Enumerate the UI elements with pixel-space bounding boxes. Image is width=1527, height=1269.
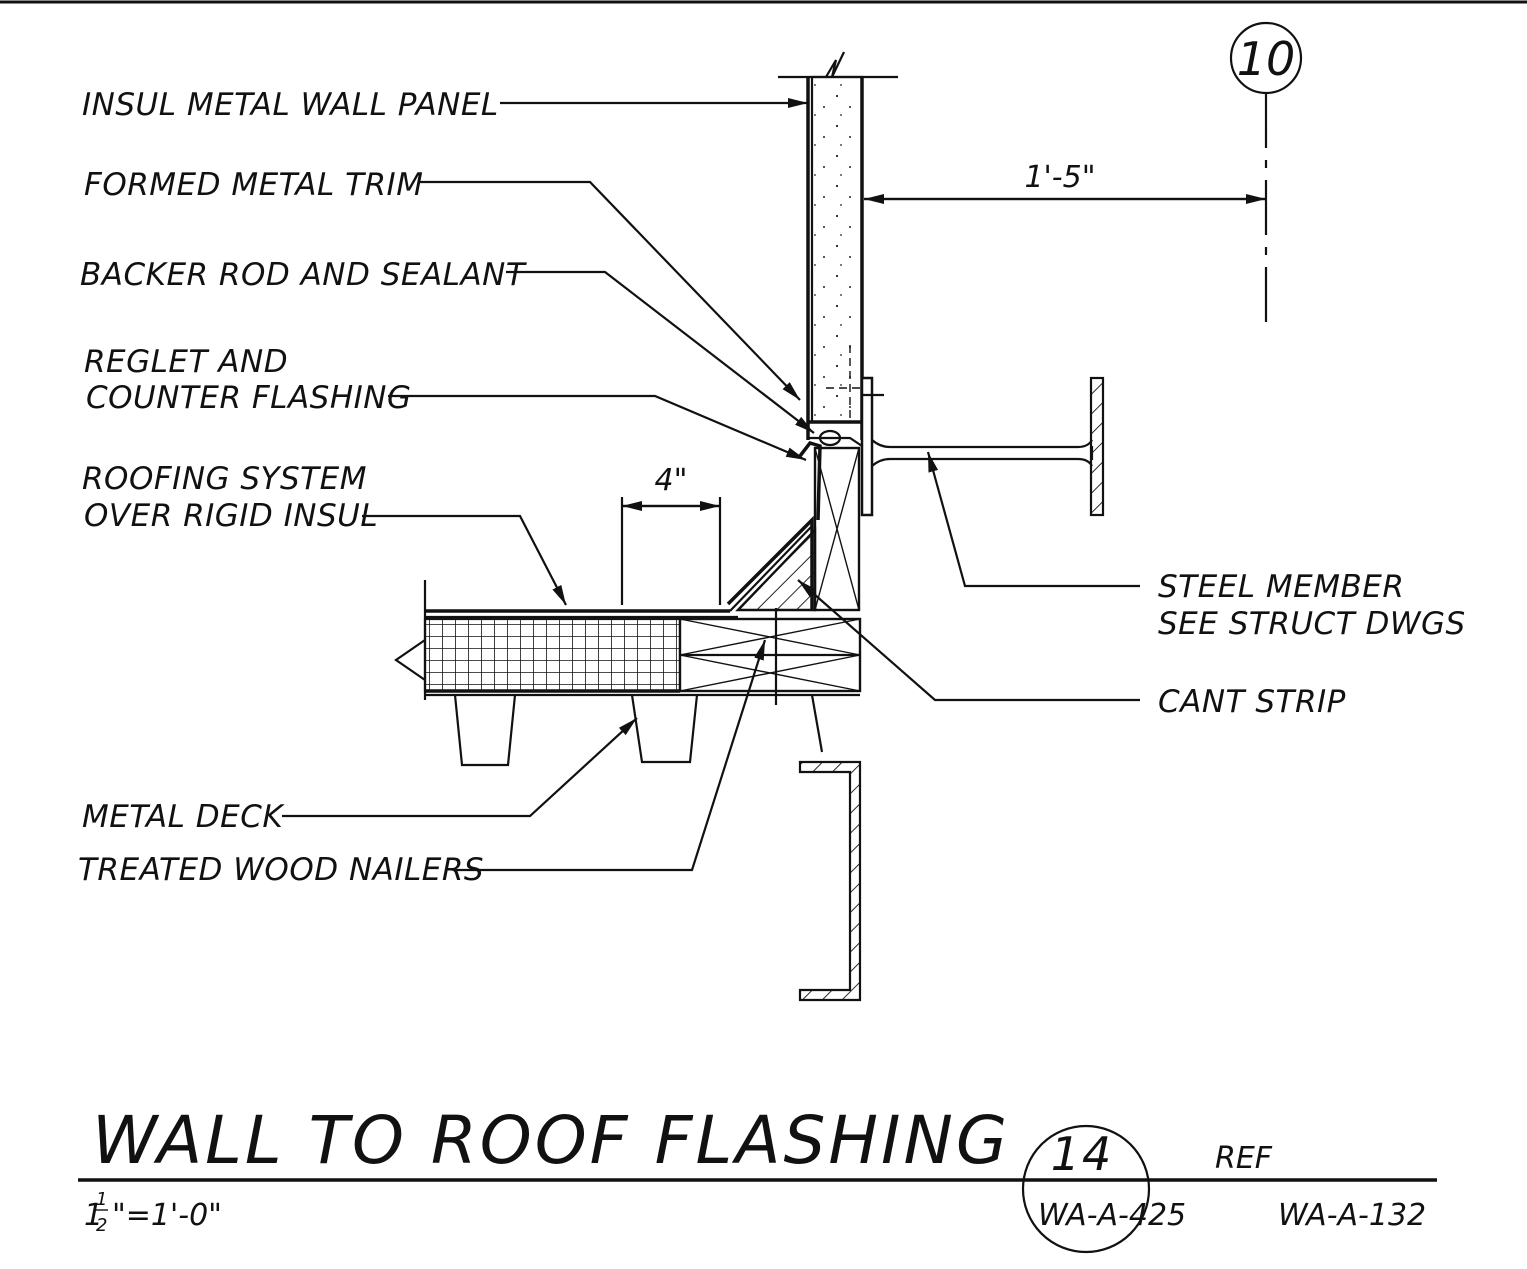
svg-text:1: 1 <box>84 1198 103 1233</box>
leader-formed-metal-trim <box>418 180 801 401</box>
label-reglet-line2: COUNTER FLASHING <box>86 380 412 416</box>
scale-notation: 1 1 2 "=1'-0" <box>84 1189 222 1236</box>
gridline-10-bubble: 10 <box>1229 21 1303 95</box>
svg-text:2: 2 <box>96 1215 107 1236</box>
leader-metal-deck <box>282 717 638 818</box>
label-reglet-line1: REGLET AND <box>84 344 288 380</box>
rigid-insulation <box>394 580 682 700</box>
gridline-number: 10 <box>1237 32 1296 86</box>
label-steel-member-line2: SEE STRUCT DWGS <box>1158 606 1466 642</box>
label-treated-wood-nailers: TREATED WOOD NAILERS <box>78 852 484 888</box>
steel-channel <box>798 760 862 1002</box>
svg-text:"=1'-0": "=1'-0" <box>112 1198 222 1233</box>
drawing-title: WALL TO ROOF FLASHING <box>92 1102 1010 1179</box>
label-metal-deck: METAL DECK <box>82 799 285 835</box>
detail-number: 14 <box>1051 1127 1114 1181</box>
label-steel-member-line1: STEEL MEMBER <box>1158 569 1404 605</box>
leader-wood-nailers <box>454 639 767 872</box>
label-cant-strip: CANT STRIP <box>1158 684 1346 720</box>
label-backer-rod-and-sealant: BACKER ROD AND SEALANT <box>80 257 527 293</box>
sheet-ref-2: WA-A-132 <box>1278 1198 1426 1233</box>
dimension-text-4: 4" <box>655 463 688 498</box>
cant-strip <box>726 515 817 612</box>
detail-reference-bubble: 14 WA-A-425 <box>1021 1124 1186 1254</box>
leader-cant-strip <box>797 579 1140 702</box>
svg-text:1: 1 <box>96 1189 107 1210</box>
roofing-membrane <box>424 525 813 619</box>
dimension-text-1-5: 1'-5" <box>1024 160 1095 195</box>
dimension-wall-to-gridline: 1'-5" <box>864 160 1266 204</box>
leader-backer-rod <box>506 270 815 434</box>
leader-reglet <box>388 394 807 462</box>
sheet-ref-1: WA-A-425 <box>1038 1198 1186 1233</box>
leader-steel-member <box>926 451 1140 588</box>
label-insul-metal-wall-panel: INSUL METAL WALL PANEL <box>82 87 499 123</box>
vertical-wood-blocking <box>813 446 861 612</box>
dimension-4-inch: 4" <box>620 463 722 605</box>
label-roofing-line1: ROOFING SYSTEM <box>82 461 367 497</box>
label-roofing-line2: OVER RIGID INSUL <box>84 498 378 534</box>
label-formed-metal-trim: FORMED METAL TRIM <box>84 167 423 203</box>
ref-label: REF <box>1215 1141 1273 1176</box>
metal-deck <box>425 693 860 767</box>
insul-metal-wall-panel <box>778 51 898 517</box>
steel-member <box>871 376 1105 517</box>
leader-roofing-system <box>362 514 567 606</box>
horizontal-wood-nailers <box>678 608 862 705</box>
